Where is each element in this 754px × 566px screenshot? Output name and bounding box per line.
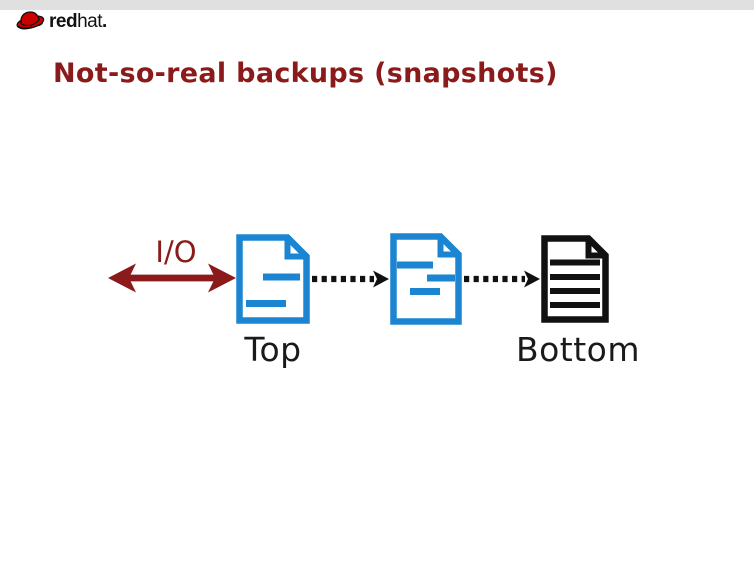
doc-line — [550, 274, 600, 280]
io-double-arrow — [108, 263, 236, 293]
dotted-arrow-1 — [312, 270, 389, 288]
doc-line — [550, 259, 600, 266]
top-label: Top — [243, 330, 301, 369]
doc-line — [397, 261, 433, 269]
top-document-icon — [236, 234, 310, 324]
dotted-arrowhead — [524, 270, 540, 288]
doc-line — [550, 302, 600, 308]
redhat-hat-icon — [16, 11, 45, 30]
middle-document-icon — [390, 233, 462, 325]
top-gray-bar — [0, 0, 754, 10]
dotted-arrowhead — [373, 270, 389, 288]
logo-text-period: . — [102, 11, 107, 32]
bottom-label: Bottom — [516, 330, 640, 369]
slide-title: Not-so-real backups (snapshots) — [53, 58, 558, 89]
doc-line — [263, 273, 300, 281]
doc-line — [246, 300, 286, 307]
io-arrowhead-right — [208, 263, 236, 293]
logo-text-hat: hat — [77, 11, 102, 32]
doc-line — [550, 288, 600, 294]
io-arrowhead-left — [108, 263, 136, 293]
dotted-arrow-2 — [464, 270, 540, 288]
logo-text-red: red — [49, 11, 78, 32]
doc-line — [427, 274, 455, 282]
bottom-document-icon — [541, 235, 609, 323]
redhat-logo: redhat. — [14, 6, 107, 34]
doc-line — [410, 288, 440, 295]
redhat-logo-text: redhat. — [49, 12, 107, 34]
io-label: I/O — [155, 235, 196, 269]
